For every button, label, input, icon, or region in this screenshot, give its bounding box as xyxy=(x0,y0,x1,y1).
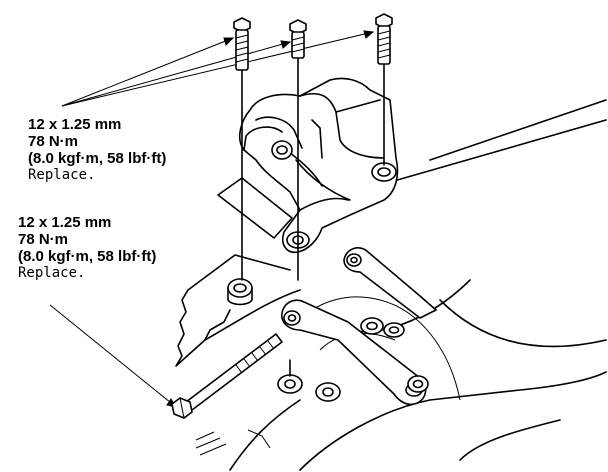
torque-callout-lower: 12 x 1.25 mm 78 N·m (8.0 kgf·m, 58 lbf·f… xyxy=(18,214,156,281)
leader-lines-upper xyxy=(61,30,375,107)
replace-note: Replace. xyxy=(18,265,86,281)
upper-bolt-left xyxy=(233,17,251,71)
engine-mount xyxy=(238,77,399,254)
replace-note: Replace. xyxy=(28,167,96,183)
upper-bolt-center xyxy=(289,19,307,59)
through-bolt xyxy=(171,333,283,419)
surface-hatching xyxy=(195,429,271,456)
torque-callout-upper: 12 x 1.25 mm 78 N·m (8.0 kgf·m, 58 lbf·f… xyxy=(28,116,166,183)
bolt-size-label: 12 x 1.25 mm xyxy=(28,116,122,133)
leader-line-lower xyxy=(49,304,178,408)
bolt-size-label: 12 x 1.25 mm xyxy=(18,214,112,231)
mount-bracket xyxy=(175,177,301,367)
torque-alt-units: (8.0 kgf·m, 58 lbf·ft) xyxy=(18,248,157,265)
upper-bolt-right xyxy=(375,13,393,65)
bolt-guide-lines xyxy=(241,55,385,281)
lower-link-arm xyxy=(281,247,437,406)
torque-alt-units: (8.0 kgf·m, 58 lbf·ft) xyxy=(28,150,167,167)
frame-bosses xyxy=(277,317,429,402)
torque-value: 78 N·m xyxy=(18,231,69,248)
torque-value: 78 N·m xyxy=(28,133,79,150)
